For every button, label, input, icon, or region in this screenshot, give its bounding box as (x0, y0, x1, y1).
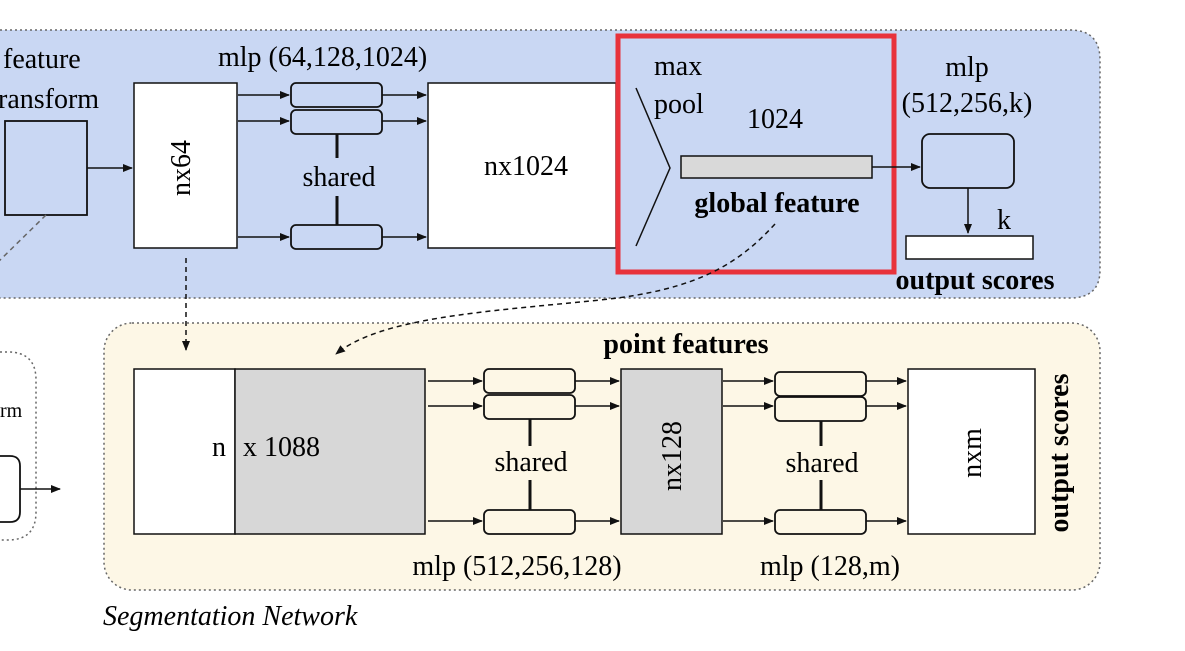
seg-nxm-label: nxm (957, 428, 988, 478)
top-mlp-node-1 (290, 82, 383, 108)
nx1024-label: nx1024 (484, 151, 568, 182)
left-partial-region (0, 351, 37, 541)
segmentation-network-caption: Segmentation Network (103, 601, 358, 632)
top-mlp-label: mlp (64,128,1024) (218, 42, 427, 73)
feature-transform-label-line1: feature (3, 44, 81, 75)
seg-n-label: n (212, 432, 226, 463)
output-scores-vertical-label: output scores (1044, 373, 1075, 532)
seg-1088-block (234, 368, 426, 535)
seg-nx128-label: nx128 (657, 421, 688, 491)
left-partial-block (0, 455, 21, 523)
feature-transform-label-line2: ransform (0, 84, 99, 115)
seg-mlp1-node-3 (483, 509, 576, 535)
right-mlp-block (921, 133, 1015, 189)
feature-transform-block (4, 120, 88, 216)
seg-mlp2-node-3 (774, 509, 867, 535)
nx64-label: nx64 (166, 140, 197, 196)
seg-nx128-block (620, 368, 723, 535)
global-feature-bar (680, 155, 873, 179)
right-mlp-params: (512,256,k) (902, 88, 1033, 119)
output-scores-top-label: output scores (896, 265, 1055, 296)
nx64-block (133, 82, 238, 249)
seg-nxm-block (907, 368, 1036, 535)
top-mlp-node-3 (290, 224, 383, 250)
max-pool-symbol (635, 87, 671, 247)
seg-mlp1-label: mlp (512,256,128) (412, 551, 621, 582)
seg-mlp2-node-1 (774, 371, 867, 397)
seg-mlp2-label: mlp (128,m) (760, 551, 900, 582)
global-feature-label: global feature (694, 188, 859, 219)
dashed-diagonal-left (0, 214, 47, 262)
point-features-label: point features (603, 329, 768, 360)
top-mlp-node-2 (290, 109, 383, 135)
seg-mlp2-node-2 (774, 396, 867, 422)
right-mlp-label: mlp (945, 52, 989, 83)
seg-1088-label: x 1088 (243, 432, 320, 463)
max-label: max (654, 51, 702, 82)
output-scores-bar (905, 235, 1034, 260)
seg-shared2-label: shared (785, 448, 858, 479)
dashed-arrow-global-to-seg (335, 223, 776, 355)
k-label: k (997, 205, 1011, 236)
seg-n-block (133, 368, 236, 535)
seg-shared1-label: shared (494, 447, 567, 478)
left-partial-text: rm (0, 400, 23, 422)
seg-mlp1-node-1 (483, 368, 576, 394)
pool-label: pool (654, 89, 704, 120)
highlight-box (615, 33, 897, 275)
global-feature-dim: 1024 (747, 104, 803, 135)
seg-mlp1-node-2 (483, 394, 576, 420)
top-shared-label: shared (302, 162, 375, 193)
